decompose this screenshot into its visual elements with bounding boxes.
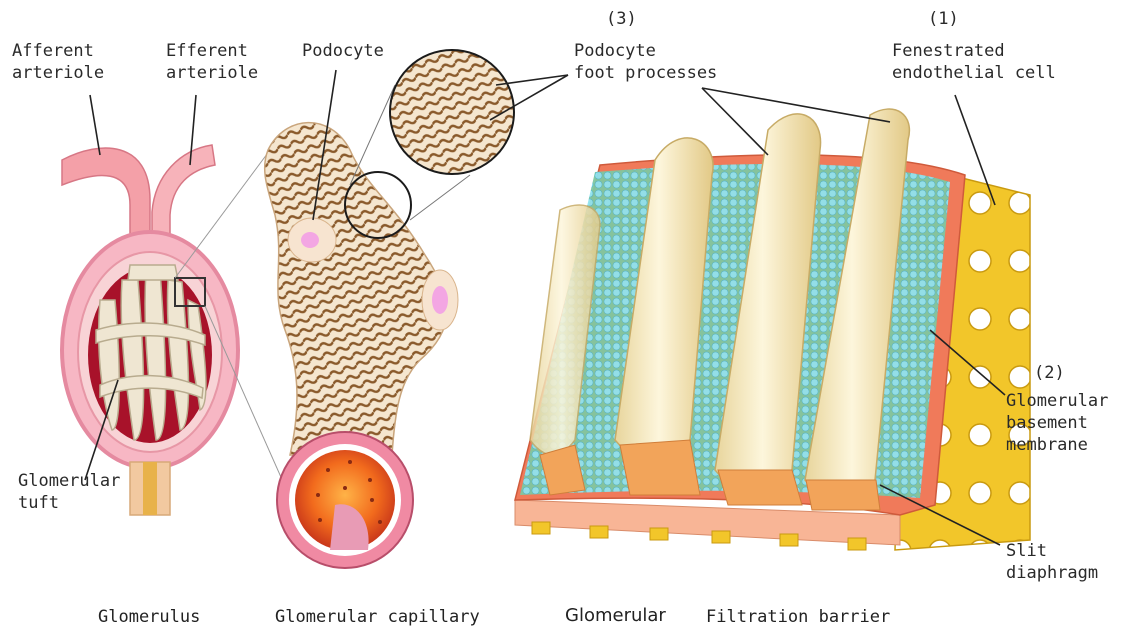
magnified-foot-processes bbox=[390, 50, 514, 174]
label-foot-processes-number: (3) bbox=[606, 8, 637, 30]
label-foot-line2: foot processes bbox=[574, 62, 717, 84]
label-endothelial-number: (1) bbox=[928, 8, 959, 30]
label-slit-line2: diaphragm bbox=[1006, 562, 1098, 584]
caption-glomerulus: Glomerulus bbox=[98, 607, 200, 627]
label-podocyte-text: Podocyte bbox=[302, 40, 384, 62]
label-foot-processes: Podocyte foot processes bbox=[574, 40, 717, 84]
label-gbm-line3: membrane bbox=[1006, 434, 1108, 456]
label-gbm-line1: Glomerular bbox=[1006, 390, 1108, 412]
label-efferent-arteriole: Efferent arteriole bbox=[166, 40, 258, 84]
label-endo-line1: Fenestrated bbox=[892, 40, 1056, 62]
label-foot-number: (3) bbox=[606, 8, 637, 30]
label-afferent-line1: Afferent bbox=[12, 40, 104, 62]
caption-barrier-part2: Filtration barrier bbox=[706, 607, 890, 627]
label-efferent-line1: Efferent bbox=[166, 40, 258, 62]
label-fenestrated-endothelial-cell: Fenestrated endothelial cell bbox=[892, 40, 1056, 84]
label-endo-number: (1) bbox=[928, 8, 959, 30]
label-endo-line2: endothelial cell bbox=[892, 62, 1056, 84]
label-slit-diaphragm: Slit diaphragm bbox=[1006, 540, 1098, 584]
caption-glomerular-capillary: Glomerular capillary bbox=[275, 607, 480, 627]
caption-barrier-part1: Glomerular bbox=[565, 605, 666, 626]
capillary-illustration bbox=[265, 50, 514, 568]
label-gbm-number-text: (2) bbox=[1034, 362, 1065, 384]
label-slit-line1: Slit bbox=[1006, 540, 1098, 562]
label-afferent-arteriole: Afferent arteriole bbox=[12, 40, 104, 84]
label-glomerular-basement-membrane: Glomerular basement membrane bbox=[1006, 390, 1108, 456]
label-glomerular-tuft: Glomerular tuft bbox=[18, 470, 120, 514]
glomerulus-illustration bbox=[62, 95, 300, 520]
label-gbm-number: (2) bbox=[1034, 362, 1065, 384]
label-tuft-line2: tuft bbox=[18, 492, 120, 514]
label-tuft-line1: Glomerular bbox=[18, 470, 120, 492]
label-gbm-line2: basement bbox=[1006, 412, 1108, 434]
label-afferent-line2: arteriole bbox=[12, 62, 104, 84]
filtration-barrier-illustration bbox=[490, 75, 1030, 550]
label-podocyte: Podocyte bbox=[302, 40, 384, 62]
label-efferent-line2: arteriole bbox=[166, 62, 258, 84]
label-foot-line1: Podocyte bbox=[574, 40, 717, 62]
